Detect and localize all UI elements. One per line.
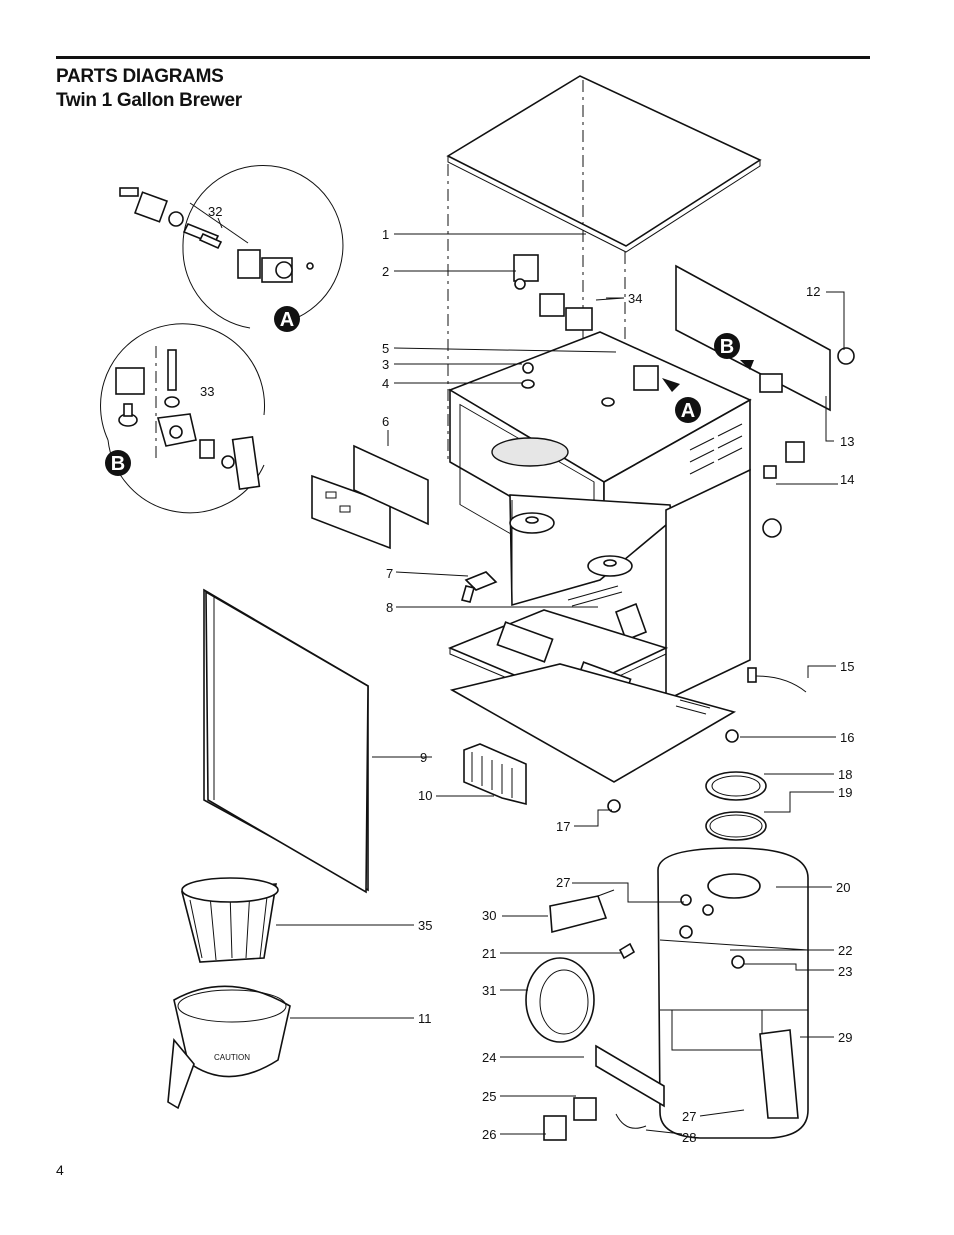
diagram-a-badge: A (662, 378, 701, 423)
label-22: 22 (838, 943, 852, 958)
heat-sink (463, 743, 527, 806)
label-20: 20 (836, 880, 850, 895)
label-12: 12 (806, 284, 820, 299)
label-17: 17 (556, 819, 570, 834)
label-2: 2 (382, 264, 389, 279)
page-title: PARTS DIAGRAMS (56, 66, 224, 87)
label-30: 30 (482, 908, 496, 923)
part-labels: 1 2 3 4 5 6 7 8 9 10 11 12 13 14 15 16 1… (200, 204, 854, 1145)
detail-a-letter: A (280, 309, 294, 331)
label-16: 16 (840, 730, 854, 745)
page-subtitle: Twin 1 Gallon Brewer (56, 90, 242, 111)
arrow-a-icon (662, 378, 680, 392)
diagram-a-letter: A (681, 400, 695, 422)
page-number: 4 (56, 1162, 64, 1178)
label-8: 8 (386, 600, 393, 615)
label-34: 34 (628, 291, 642, 306)
detail-b (100, 323, 265, 514)
label-9: 9 (420, 750, 427, 765)
o-rings (705, 771, 767, 841)
label-32: 32 (208, 204, 222, 219)
label-3: 3 (382, 357, 389, 372)
lower-frame (461, 468, 751, 702)
detail-a (119, 164, 344, 329)
detail-a-valve (119, 187, 314, 283)
tank (657, 847, 809, 1139)
label-29: 29 (838, 1030, 852, 1045)
side-panel (203, 588, 369, 894)
label-18: 18 (838, 767, 852, 782)
label-31: 31 (482, 983, 496, 998)
diagram-b-letter: B (720, 336, 734, 358)
left-lower-parts (525, 889, 665, 1141)
label-4: 4 (382, 376, 389, 391)
header-rule (56, 56, 870, 59)
detail-a-badge: A (274, 306, 300, 332)
label-10: 10 (418, 788, 432, 803)
filter (180, 877, 279, 963)
detail-b-letter: B (111, 453, 125, 475)
diagram-b-badge: B (714, 333, 754, 370)
label-24: 24 (482, 1050, 496, 1065)
detail-b-badge: B (105, 450, 131, 476)
label-35: 35 (418, 918, 432, 933)
label-15: 15 (840, 659, 854, 674)
label-33: 33 (200, 384, 214, 399)
label-26: 26 (482, 1127, 496, 1142)
label-11: 11 (418, 1011, 432, 1026)
label-23: 23 (838, 964, 852, 979)
label-6: 6 (382, 414, 389, 429)
leader-lines (276, 233, 845, 1135)
control-panel (311, 444, 429, 550)
label-13: 13 (840, 434, 854, 449)
label-19: 19 (838, 785, 852, 800)
label-5: 5 (382, 341, 389, 356)
detail-b-valve (115, 349, 261, 491)
small-parts-right (607, 347, 855, 813)
arrow-b-icon (740, 360, 754, 370)
label-27-bottom: 27 (682, 1109, 696, 1124)
brew-basket: CAUTION (167, 985, 291, 1110)
label-21: 21 (482, 946, 496, 961)
label-1: 1 (382, 227, 389, 242)
back-panel (675, 264, 831, 412)
lid (446, 75, 762, 253)
basket-caution-label: CAUTION (214, 1053, 250, 1062)
label-14: 14 (840, 472, 854, 487)
label-25: 25 (482, 1089, 496, 1104)
base-platform (447, 609, 737, 783)
label-7: 7 (386, 566, 393, 581)
label-27-top: 27 (556, 875, 570, 890)
label-28: 28 (682, 1130, 696, 1145)
